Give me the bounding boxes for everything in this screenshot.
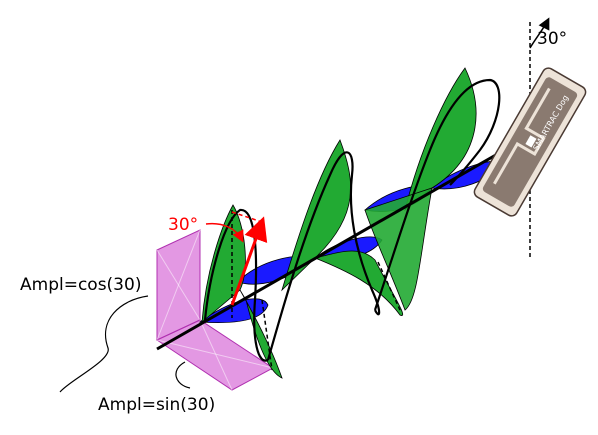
tag-rotation-arrow	[529, 17, 550, 49]
green-lobe	[364, 187, 433, 311]
projection-planes	[155, 229, 274, 391]
tag-chip	[525, 135, 537, 148]
polarization-vector: 30°	[168, 211, 268, 306]
amplitude-cos-label: Ampl=cos(30)	[20, 275, 141, 295]
red-vector-arrow	[230, 216, 268, 306]
red-dashed-guide	[231, 211, 263, 223]
antenna-trace	[493, 87, 551, 185]
rfid-tag-icon: SMARTRAC Dog	[473, 67, 587, 217]
green-lobe	[313, 250, 404, 316]
angle-arc-arrow	[205, 222, 244, 243]
dashed-vertical-guide	[261, 299, 273, 371]
cos-leader-line	[59, 295, 149, 393]
polarization-angle-label: 30°	[168, 215, 198, 235]
propagation-axis	[156, 138, 523, 351]
vertical-component-wave	[201, 67, 477, 379]
sin-leader-line	[175, 361, 191, 389]
plane-diagonal	[199, 319, 233, 391]
plane-diagonal	[156, 229, 201, 341]
dashed-vertical-guide	[377, 261, 401, 311]
tag-angle-label: 30°	[537, 29, 567, 49]
amplitude-sin-label: Ampl=sin(30)	[98, 395, 215, 415]
green-lobe	[404, 67, 477, 212]
